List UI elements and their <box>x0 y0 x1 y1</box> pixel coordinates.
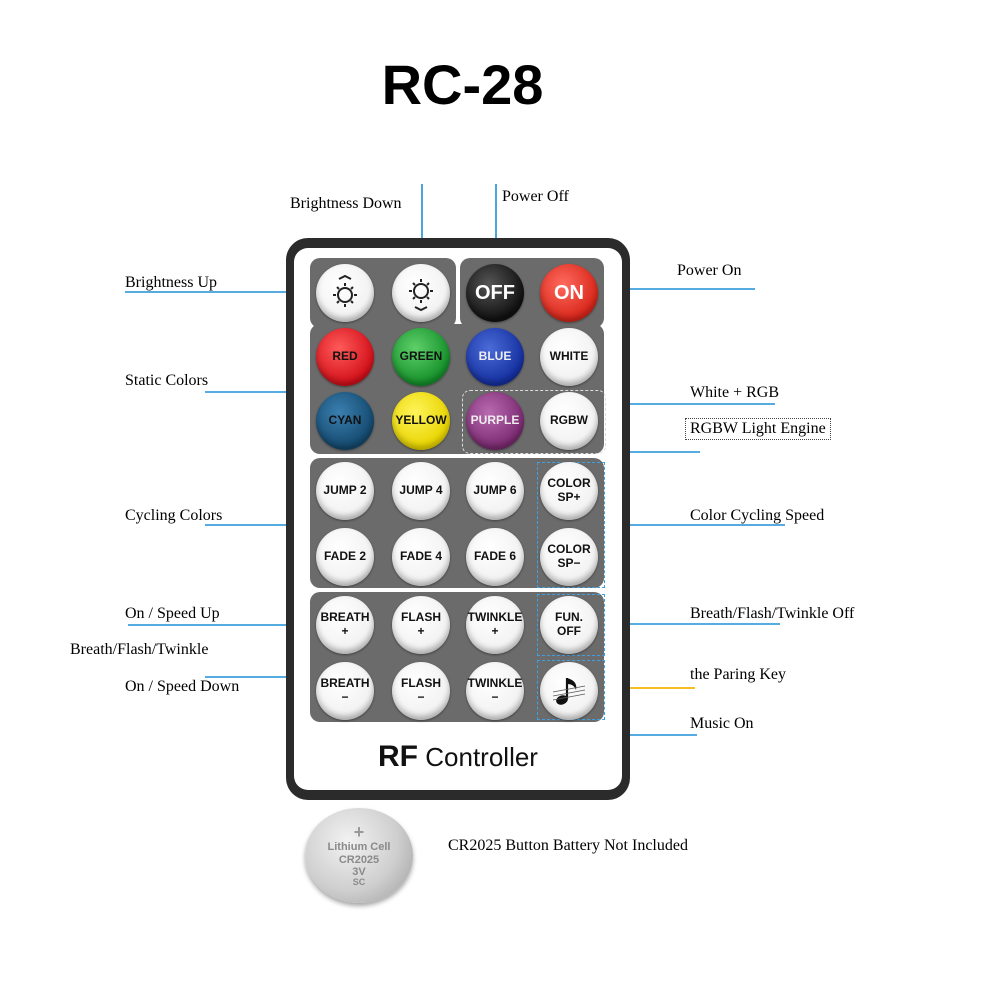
brightness-down-button[interactable] <box>392 264 450 322</box>
label-cycling-colors: Cycling Colors <box>125 507 223 524</box>
twinkle-minus-label: TWINKLE <box>467 676 523 691</box>
highlight-rgbw-group <box>462 390 606 454</box>
fade6-button[interactable]: FADE 6 <box>466 528 524 586</box>
rf-text: RF <box>378 740 419 773</box>
label-music-on: Music On <box>690 715 754 732</box>
plus-mark-icon: + <box>353 822 365 843</box>
fun-off-label: FUN. <box>555 610 583 625</box>
battery-line1: Lithium Cell <box>327 841 391 854</box>
white-button[interactable]: WHITE <box>540 328 598 386</box>
twinkle-plus-sign: + <box>491 624 499 638</box>
breath-plus-label: BREATH <box>320 610 370 625</box>
twinkle-minus-sign: − <box>491 690 499 704</box>
label-bft-off: Breath/Flash/Twinkle Off <box>690 605 855 622</box>
purple-button[interactable]: PURPLE <box>466 392 524 450</box>
label-paring-key: the Paring Key <box>690 666 786 683</box>
music-note-icon <box>552 678 586 705</box>
blue-button[interactable]: BLUE <box>466 328 524 386</box>
label-battery-note: CR2025 Button Battery Not Included <box>448 837 688 854</box>
breath-minus-button[interactable]: BREATH − <box>316 662 374 720</box>
fun-off-sub: OFF <box>557 624 581 638</box>
flash-plus-label: FLASH <box>401 610 441 625</box>
highlight-fun-off <box>537 594 605 656</box>
breath-minus-sign: − <box>341 690 349 704</box>
color-speed-up-label: COLOR <box>547 476 591 491</box>
twinkle-minus-button[interactable]: TWINKLE − <box>466 662 524 720</box>
cr2025-battery: + Lithium Cell CR2025 3V SC <box>305 808 413 903</box>
off-button[interactable]: OFF <box>466 264 524 322</box>
battery-line2: CR2025 <box>338 853 380 866</box>
label-on-speed-down: On / Speed Down <box>125 678 240 695</box>
brightness-up-button[interactable] <box>316 264 374 322</box>
sun-up-icon <box>333 274 357 307</box>
cyan-button[interactable]: CYAN <box>316 392 374 450</box>
label-brightness-down: Brightness Down <box>290 195 402 212</box>
yellow-button[interactable]: YELLOW <box>392 392 450 450</box>
label-rgbw-engine: RGBW Light Engine <box>685 418 831 440</box>
color-speed-up-sign: SP+ <box>557 490 581 504</box>
sun-down-icon <box>409 279 433 312</box>
on-button[interactable]: ON <box>540 264 598 322</box>
color-speed-down-sign: SP− <box>557 556 581 570</box>
label-white-rgb: White + RGB <box>690 384 780 401</box>
flash-plus-sign: + <box>417 624 425 638</box>
label-color-cycling-speed: Color Cycling Speed <box>690 507 825 524</box>
flash-minus-label: FLASH <box>401 676 441 691</box>
fade4-button[interactable]: FADE 4 <box>392 528 450 586</box>
fade2-button[interactable]: FADE 2 <box>316 528 374 586</box>
flash-minus-sign: − <box>417 690 425 704</box>
battery-line3: 3V <box>352 865 366 878</box>
label-power-on: Power On <box>677 262 742 279</box>
label-power-off: Power Off <box>502 188 569 205</box>
flash-minus-button[interactable]: FLASH − <box>392 662 450 720</box>
label-brightness-up: Brightness Up <box>125 274 217 291</box>
controller-text: Controller <box>425 742 538 772</box>
red-button[interactable]: RED <box>316 328 374 386</box>
breath-plus-sign: + <box>341 624 349 638</box>
breath-plus-button[interactable]: BREATH + <box>316 596 374 654</box>
fun-off-button[interactable]: FUN. OFF <box>540 596 598 654</box>
breath-minus-label: BREATH <box>320 676 370 691</box>
rf-controller-label: RF Controller <box>286 740 630 774</box>
jump6-button[interactable]: JUMP 6 <box>466 462 524 520</box>
rf-remote: OFF ON RED GREEN BLUE WHITE CYAN YELLOW … <box>286 238 630 800</box>
color-speed-up-button[interactable]: COLOR SP+ <box>540 462 598 520</box>
page-title: RC-28 <box>381 53 544 116</box>
jump2-button[interactable]: JUMP 2 <box>316 462 374 520</box>
label-breath-flash-twinkle: Breath/Flash/Twinkle <box>70 641 209 658</box>
twinkle-plus-button[interactable]: TWINKLE + <box>466 596 524 654</box>
label-on-speed-up: On / Speed Up <box>125 605 220 622</box>
battery-line4: SC <box>352 876 366 887</box>
label-static-colors: Static Colors <box>125 372 209 389</box>
color-speed-down-label: COLOR <box>547 542 591 557</box>
jump4-button[interactable]: JUMP 4 <box>392 462 450 520</box>
music-button[interactable] <box>540 662 598 720</box>
flash-plus-button[interactable]: FLASH + <box>392 596 450 654</box>
twinkle-plus-label: TWINKLE <box>467 610 523 625</box>
rgbw-button[interactable]: RGBW <box>540 392 598 450</box>
color-speed-down-button[interactable]: COLOR SP− <box>540 528 598 586</box>
green-button[interactable]: GREEN <box>392 328 450 386</box>
